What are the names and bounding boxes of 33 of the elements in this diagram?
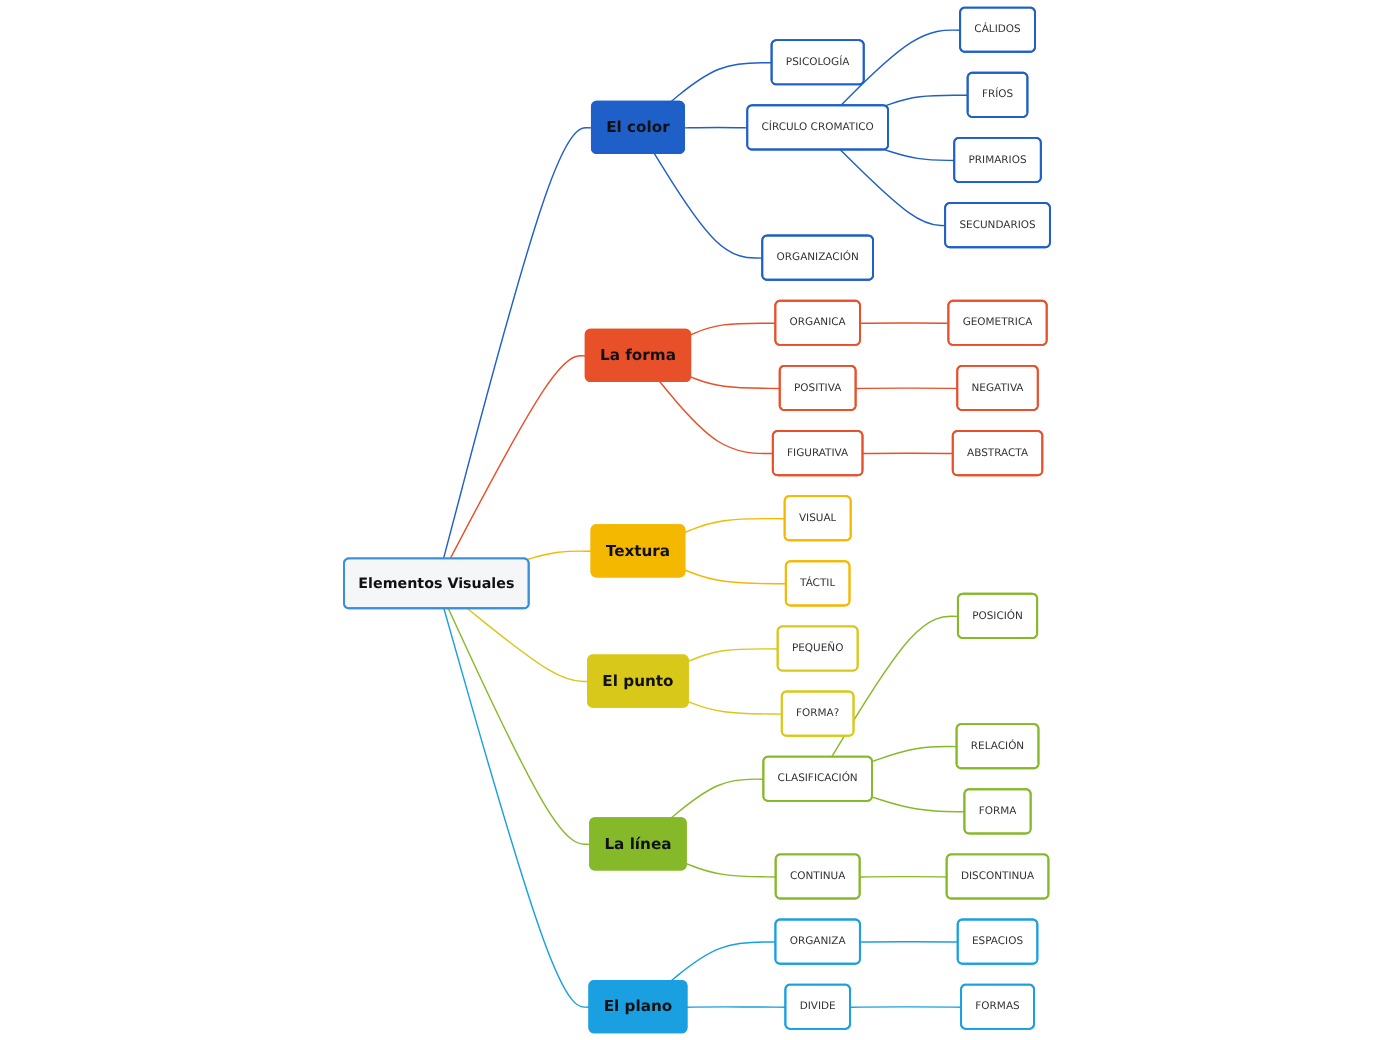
connector (687, 700, 783, 715)
connector (830, 615, 960, 758)
connector (849, 1006, 963, 1008)
connector (884, 149, 956, 162)
connector (443, 608, 591, 1008)
connector (884, 94, 969, 107)
connector (684, 517, 786, 534)
connector (447, 608, 592, 846)
connector (683, 126, 749, 129)
connector (689, 322, 777, 336)
connector (871, 745, 958, 763)
connector (859, 941, 959, 943)
connector (689, 376, 781, 390)
connector (687, 648, 779, 663)
connector (862, 452, 954, 455)
connector (859, 322, 950, 324)
connector (669, 61, 773, 103)
connector (442, 127, 594, 560)
connector (685, 862, 777, 878)
connector (859, 875, 948, 878)
connector (839, 149, 947, 227)
connector (526, 550, 593, 561)
connector (467, 608, 590, 683)
connector (449, 355, 587, 560)
connector (855, 387, 959, 390)
connector (839, 29, 962, 107)
connector (684, 569, 787, 585)
connector (871, 796, 966, 813)
connector (658, 380, 774, 455)
connector (669, 941, 777, 983)
connector (653, 152, 764, 259)
connector (686, 1006, 787, 1008)
connector (669, 778, 765, 820)
